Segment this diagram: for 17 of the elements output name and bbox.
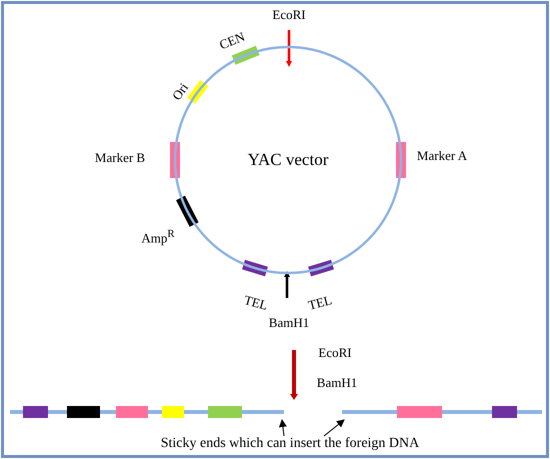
- site-label: EcoRI: [318, 345, 352, 360]
- leader-arrow: [324, 419, 345, 436]
- gene-label: Marker A: [416, 148, 468, 163]
- gene-label: Amp$^{R}$: [141, 227, 175, 246]
- sticky-ends-note: Sticky ends which can insert the foreign DNA: [160, 436, 420, 452]
- gene-label: CEN: [217, 28, 247, 52]
- linear-dna-strand: [10, 404, 284, 420]
- leader-arrow: [278, 419, 287, 436]
- vector-title: YAC vector: [248, 150, 328, 170]
- linear-dna-strand: [342, 404, 542, 420]
- site-label: EcoRI: [272, 7, 306, 22]
- gene-label: TEL: [242, 292, 270, 313]
- gene-label: Ori: [168, 80, 192, 103]
- site-label: BamH1: [268, 315, 310, 330]
- gene-label: TEL: [306, 292, 334, 313]
- gene-label: Marker B: [94, 150, 146, 165]
- site-label: BamH1: [316, 375, 358, 390]
